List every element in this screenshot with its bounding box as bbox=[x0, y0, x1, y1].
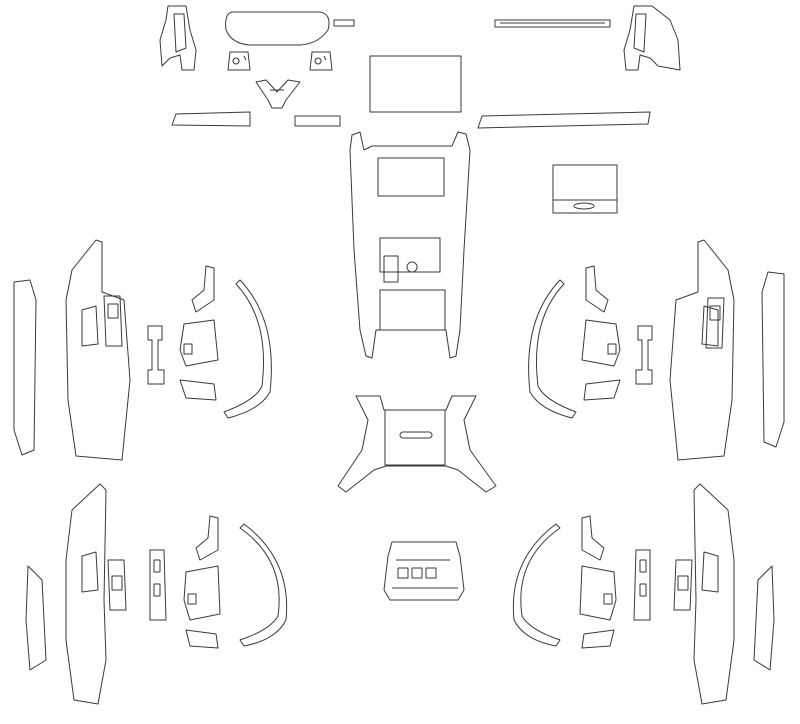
top-row-parts bbox=[159, 5, 681, 129]
rear-left-arc-strip bbox=[239, 523, 288, 647]
dash-strip-right bbox=[477, 111, 651, 129]
rear-center-console bbox=[337, 395, 497, 493]
console-shifter-panel bbox=[379, 237, 441, 283]
front-left-pillar-strip bbox=[13, 279, 37, 456]
front-right-pull-cup bbox=[581, 319, 621, 367]
infotainment-screen-film bbox=[369, 55, 462, 113]
front-right-pillar-strip bbox=[761, 271, 785, 448]
front-right-small-bracket bbox=[635, 325, 653, 385]
rear-console-top-panel bbox=[384, 409, 446, 466]
long-bar-right bbox=[494, 19, 611, 28]
right-a-pillar-trim bbox=[623, 5, 681, 71]
rear-right-bracket bbox=[633, 549, 651, 621]
front-left-pull-cup bbox=[179, 319, 219, 367]
center-console-main bbox=[349, 131, 471, 359]
rear-left-handle-trim bbox=[195, 515, 219, 561]
rear-console-slot bbox=[399, 431, 433, 439]
rear-right-pillar-strip bbox=[753, 565, 775, 671]
dash-strip-center bbox=[294, 115, 341, 127]
rear-right-handle-trim bbox=[581, 515, 605, 561]
front-right-arc-strip bbox=[528, 279, 577, 419]
rear-left-pull-cup bbox=[183, 565, 221, 621]
front-left-window-switch bbox=[103, 295, 123, 347]
left-door-parts bbox=[13, 239, 288, 705]
front-right-lower-trim bbox=[583, 379, 621, 401]
rear-overhead-panel bbox=[383, 541, 465, 601]
right-door-parts bbox=[512, 239, 785, 705]
console-storage-lid bbox=[377, 157, 445, 197]
front-right-handle-trim bbox=[585, 265, 609, 313]
rear-right-arc-strip bbox=[512, 523, 561, 647]
dash-display-cover bbox=[225, 11, 330, 46]
left-a-pillar-trim bbox=[159, 5, 197, 71]
front-right-door-panel bbox=[669, 239, 735, 461]
center-console-parts bbox=[337, 131, 618, 601]
console-armrest-panel bbox=[379, 289, 446, 331]
rear-right-window-switch bbox=[673, 559, 693, 611]
rear-left-lower-trim bbox=[185, 629, 219, 649]
rear-right-lower-trim bbox=[581, 629, 615, 649]
rear-left-bracket bbox=[149, 549, 167, 621]
rear-console-box bbox=[552, 164, 618, 214]
rear-right-door-panel bbox=[693, 483, 735, 705]
front-left-small-bracket bbox=[147, 325, 165, 385]
front-left-lower-trim bbox=[179, 379, 217, 401]
rear-right-pull-cup bbox=[579, 565, 617, 621]
rear-left-pillar-strip bbox=[25, 565, 47, 671]
vent-piece-right bbox=[309, 51, 333, 71]
front-left-arc-strip bbox=[223, 279, 272, 419]
rear-left-window-switch bbox=[107, 559, 127, 611]
front-left-handle-trim bbox=[191, 265, 215, 313]
dash-strip-left bbox=[171, 111, 251, 127]
vent-piece-left bbox=[227, 51, 251, 71]
front-left-door-panel bbox=[65, 239, 131, 461]
front-right-window-switch bbox=[705, 297, 725, 349]
center-v-bracket bbox=[255, 79, 301, 109]
rear-left-door-panel bbox=[65, 483, 107, 705]
small-bar-left bbox=[333, 19, 355, 27]
